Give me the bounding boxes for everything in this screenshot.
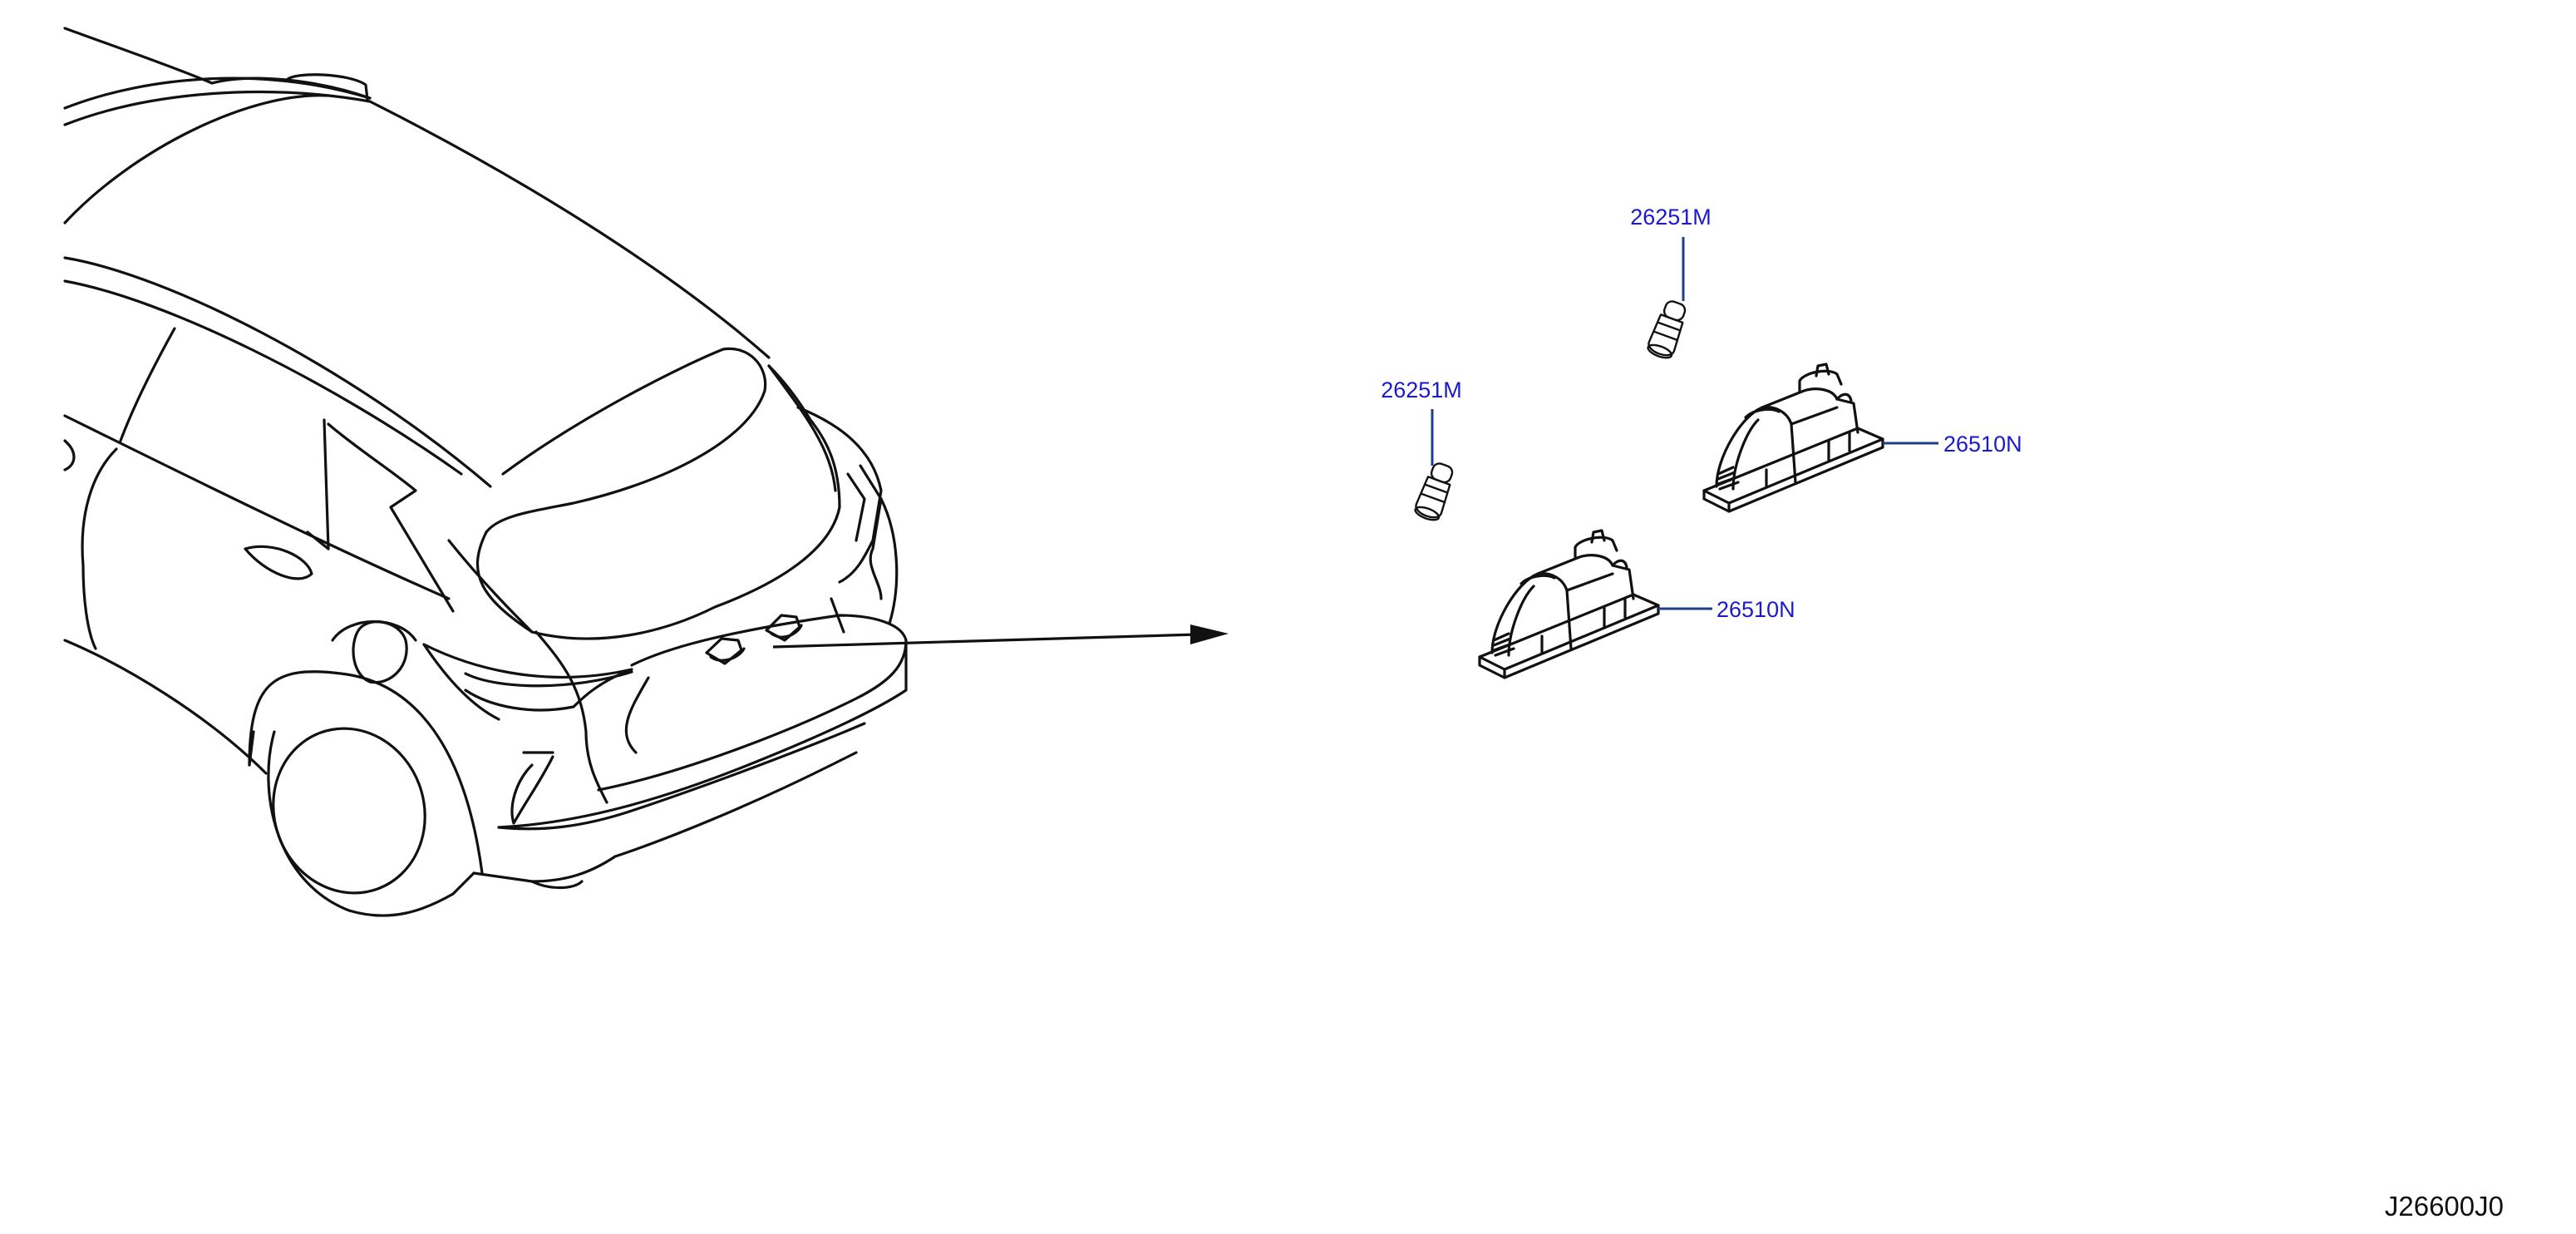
callout-leaders xyxy=(1431,237,1938,610)
license-lamp-upper-illustration xyxy=(1702,363,1884,513)
bulb-upper-illustration xyxy=(1647,300,1687,359)
part-label-bulb-upper[interactable]: 26251M xyxy=(1630,205,1712,230)
part-label-bulb-lower[interactable]: 26251M xyxy=(1381,378,1462,402)
diagram-reference-code: J26600J0 xyxy=(2385,1191,2504,1222)
bulb-lower-illustration xyxy=(1414,462,1454,521)
license-lamp-lower-illustration xyxy=(1478,529,1660,679)
vehicle-illustration xyxy=(63,27,908,917)
part-label-lamp-upper[interactable]: 26510N xyxy=(1943,432,2022,457)
pointer-arrow xyxy=(772,624,1229,649)
part-label-lamp-lower[interactable]: 26510N xyxy=(1717,597,1795,622)
